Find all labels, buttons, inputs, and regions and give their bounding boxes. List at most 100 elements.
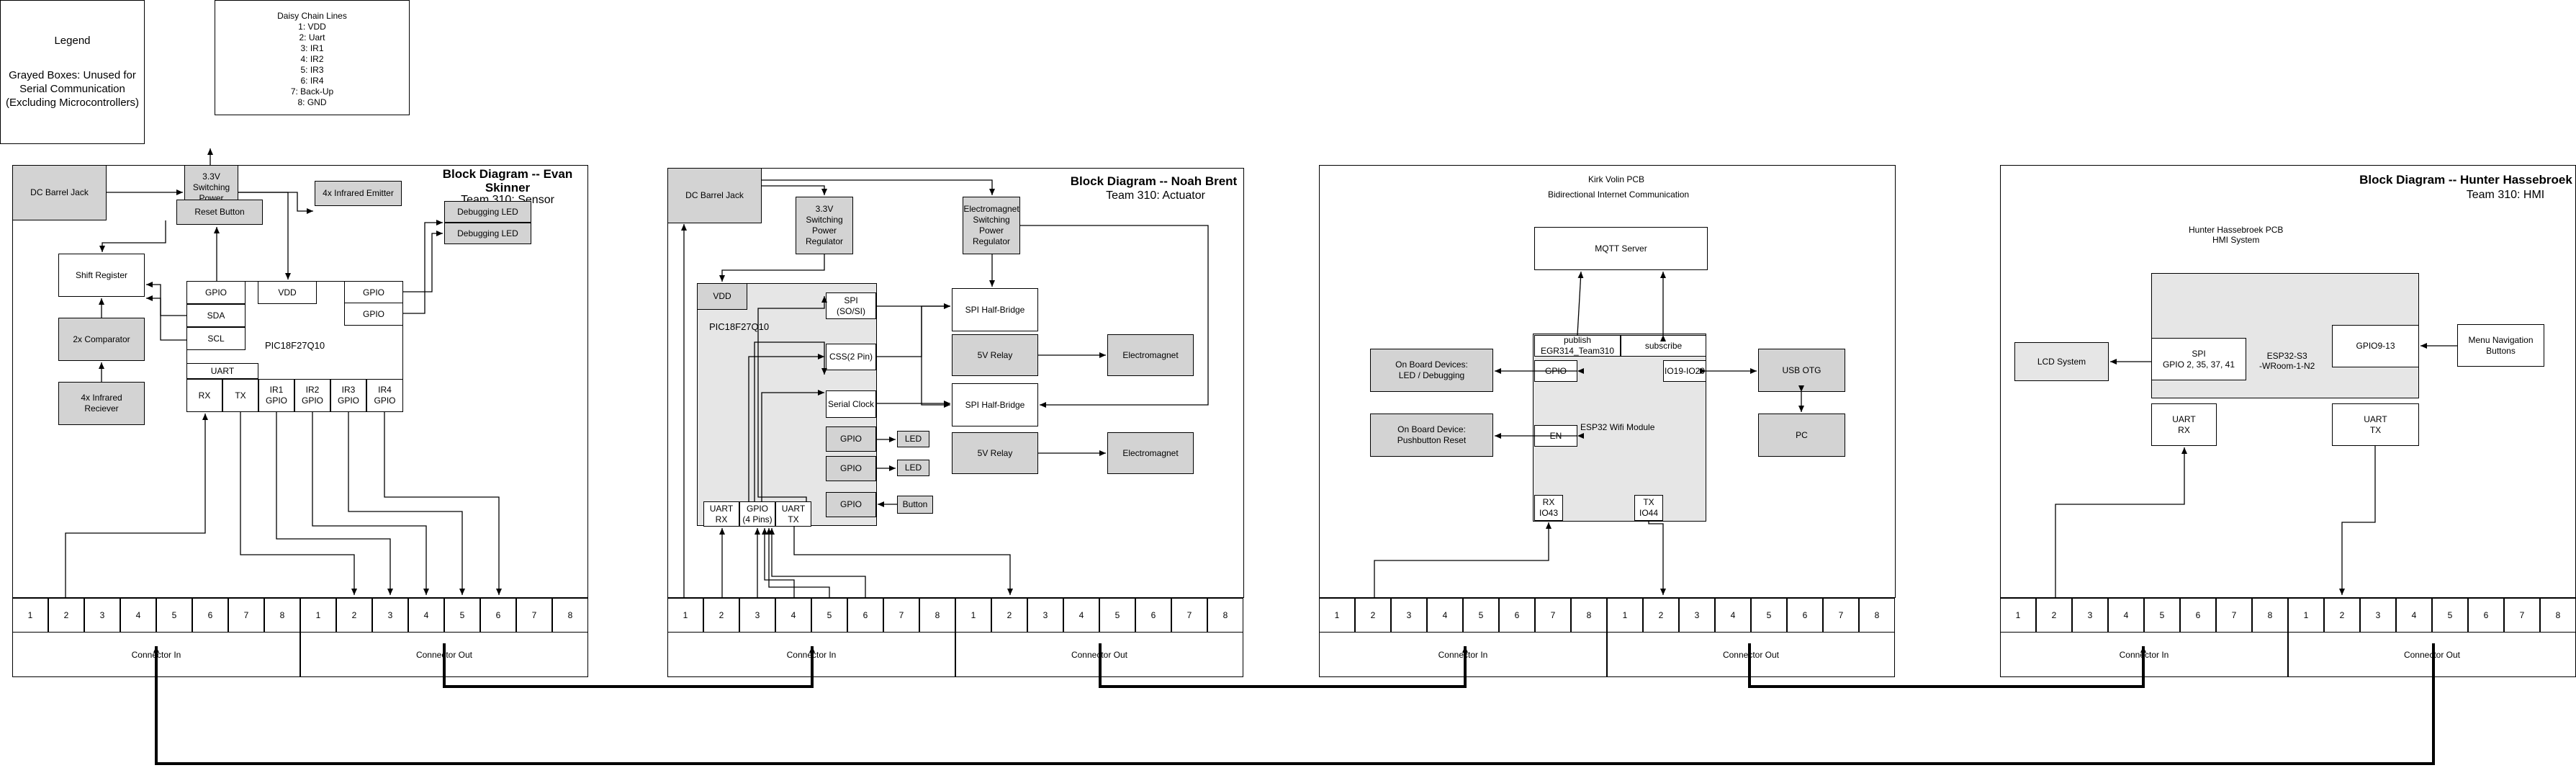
kirk-out-pin-1: 1 <box>1607 598 1643 633</box>
kirk-in-pin-2: 2 <box>1355 598 1391 633</box>
noah-in-pin-2: 2 <box>703 598 739 633</box>
evan-ir4-gpio: IR4 GPIO <box>366 379 403 412</box>
hunter-pcb-label: Hunter Hassebroek PCB HMI System <box>2189 225 2284 245</box>
kirk-connector-in: Connector In <box>1319 632 1607 677</box>
noah-led-1: LED <box>897 431 929 447</box>
evan-gpio-top-left: GPIO <box>186 281 246 304</box>
kirk-out-pin-4: 4 <box>1715 598 1751 633</box>
kirk-in-pin-5: 5 <box>1463 598 1499 633</box>
evan-out-pin-2: 2 <box>336 598 372 633</box>
hunter-esp-label: ESP32-S3 -WRoom-1-N2 <box>2259 351 2315 371</box>
hunter-out-pin-7: 7 <box>2504 598 2540 633</box>
kirk-in-pin-4: 4 <box>1427 598 1463 633</box>
evan-ir3-gpio: IR3 GPIO <box>330 379 366 412</box>
kirk-subtitle: Bidirectional Internet Communication <box>1548 189 1690 200</box>
legend-text: Grayed Boxes: Unused for Serial Communic… <box>5 69 140 109</box>
hunter-in-pin-4: 4 <box>2108 598 2144 633</box>
noah-dc-jack: DC Barrel Jack <box>667 168 762 223</box>
evan-out-pin-3: 3 <box>372 598 408 633</box>
hunter-out-pin-4: 4 <box>2396 598 2432 633</box>
evan-out-pin-6: 6 <box>480 598 516 633</box>
kirk-out-pin-8: 8 <box>1859 598 1895 633</box>
hunter-menu-buttons: Menu Navigation Buttons <box>2457 324 2544 367</box>
noah-team: Team 310: Actuator <box>1106 189 1205 202</box>
evan-gpio-top-right: GPIO <box>344 281 403 304</box>
noah-gpio-1: GPIO <box>826 426 876 452</box>
evan-debug-led-2: Debugging LED <box>444 223 531 244</box>
evan-debug-led-1: Debugging LED <box>444 201 531 223</box>
noah-gpio-2: GPIO <box>826 456 876 481</box>
evan-gpio-right: GPIO <box>344 303 403 326</box>
noah-in-pin-3: 3 <box>739 598 775 633</box>
evan-ir-receiver: 4x Infrared Reciever <box>58 382 145 425</box>
noah-out-pin-7: 7 <box>1171 598 1207 633</box>
noah-led-2: LED <box>897 460 929 476</box>
evan-ir-emitter: 4x Infrared Emitter <box>315 181 402 206</box>
daisy-chain-title: Daisy Chain Lines <box>277 11 347 21</box>
evan-ir1-gpio: IR1 GPIO <box>258 379 294 412</box>
noah-out-pin-5: 5 <box>1099 598 1135 633</box>
daisy-chain-lines: 1: VDD 2: Uart 3: IR1 4: IR2 5: IR3 6: I… <box>290 22 334 107</box>
evan-title: Block Diagram -- Evan Skinner <box>442 167 573 195</box>
noah-in-pin-6: 6 <box>847 598 883 633</box>
evan-ir2-gpio: IR2 GPIO <box>294 379 330 412</box>
kirk-publish: publish EGR314_Team310 <box>1534 335 1621 357</box>
evan-out-pin-1: 1 <box>300 598 336 633</box>
kirk-onboard-led: On Board Devices: LED / Debugging <box>1370 349 1493 392</box>
evan-in-pin-7: 7 <box>228 598 264 633</box>
noah-in-pin-1: 1 <box>667 598 703 633</box>
evan-scl: SCL <box>186 327 246 350</box>
hunter-in-pin-3: 3 <box>2072 598 2108 633</box>
kirk-tx-io44: TX IO44 <box>1634 495 1663 521</box>
evan-vdd: VDD <box>258 281 317 304</box>
noah-css: CSS(2 Pin) <box>826 344 876 370</box>
kirk-in-pin-3: 3 <box>1391 598 1427 633</box>
evan-sda: SDA <box>186 304 246 327</box>
kirk-out-pin-5: 5 <box>1751 598 1787 633</box>
evan-in-pin-6: 6 <box>192 598 228 633</box>
noah-mcu-label: PIC18F27Q10 <box>709 321 770 332</box>
noah-relay-1: 5V Relay <box>952 334 1038 376</box>
hunter-uart-tx: UART TX <box>2332 403 2419 446</box>
evan-mcu-label: PIC18F27Q10 <box>265 340 325 351</box>
kirk-in-pin-6: 6 <box>1499 598 1535 633</box>
hunter-team: Team 310: HMI <box>2466 189 2545 201</box>
hunter-in-pin-1: 1 <box>2000 598 2036 633</box>
evan-out-pin-4: 4 <box>408 598 444 633</box>
evan-reset-button: Reset Button <box>176 200 263 225</box>
noah-regulator: 3.3V Switching Power Regulator <box>796 197 853 254</box>
noah-electromagnet-2: Electromagnet <box>1107 432 1194 474</box>
daisy-chain-box: Daisy Chain Lines 1: VDD 2: Uart 3: IR1 … <box>215 0 410 115</box>
noah-gpio-4pins: GPIO (4 Pins) <box>739 501 775 527</box>
kirk-pc: PC <box>1758 414 1845 457</box>
noah-vdd: VDD <box>697 283 747 310</box>
hunter-title: Block Diagram -- Hunter Hassebroek <box>2359 173 2572 187</box>
noah-spi-bridge-1: SPI Half-Bridge <box>952 288 1038 331</box>
noah-spi-bridge-2: SPI Half-Bridge <box>952 383 1038 426</box>
noah-in-pin-8: 8 <box>919 598 955 633</box>
kirk-in-pin-1: 1 <box>1319 598 1355 633</box>
evan-dc-jack: DC Barrel Jack <box>12 165 107 220</box>
kirk-onboard-button: On Board Device: Pushbutton Reset <box>1370 414 1493 457</box>
evan-shift-register: Shift Register <box>58 254 145 297</box>
evan-out-pin-7: 7 <box>516 598 552 633</box>
kirk-rx-io43: RX IO43 <box>1534 495 1563 521</box>
hunter-out-pin-3: 3 <box>2360 598 2396 633</box>
noah-uart-tx: UART TX <box>775 501 811 527</box>
hunter-out-pin-2: 2 <box>2324 598 2360 633</box>
kirk-io19-io20: IO19-IO20 <box>1663 360 1706 382</box>
evan-rx: RX <box>186 379 222 412</box>
evan-out-pin-5: 5 <box>444 598 480 633</box>
hunter-gpio9-13: GPIO9-13 <box>2332 325 2419 367</box>
evan-tx: TX <box>222 379 258 412</box>
noah-uart-rx: UART RX <box>703 501 739 527</box>
noah-relay-2: 5V Relay <box>952 432 1038 474</box>
noah-in-pin-4: 4 <box>775 598 811 633</box>
evan-uart: UART <box>186 363 258 379</box>
kirk-mqtt-server: MQTT Server <box>1534 227 1708 270</box>
kirk-out-pin-6: 6 <box>1787 598 1823 633</box>
kirk-module-label: ESP32 Wifi Module <box>1580 422 1655 432</box>
hunter-in-pin-6: 6 <box>2180 598 2216 633</box>
noah-spi: SPI (SO/SI) <box>826 292 876 319</box>
